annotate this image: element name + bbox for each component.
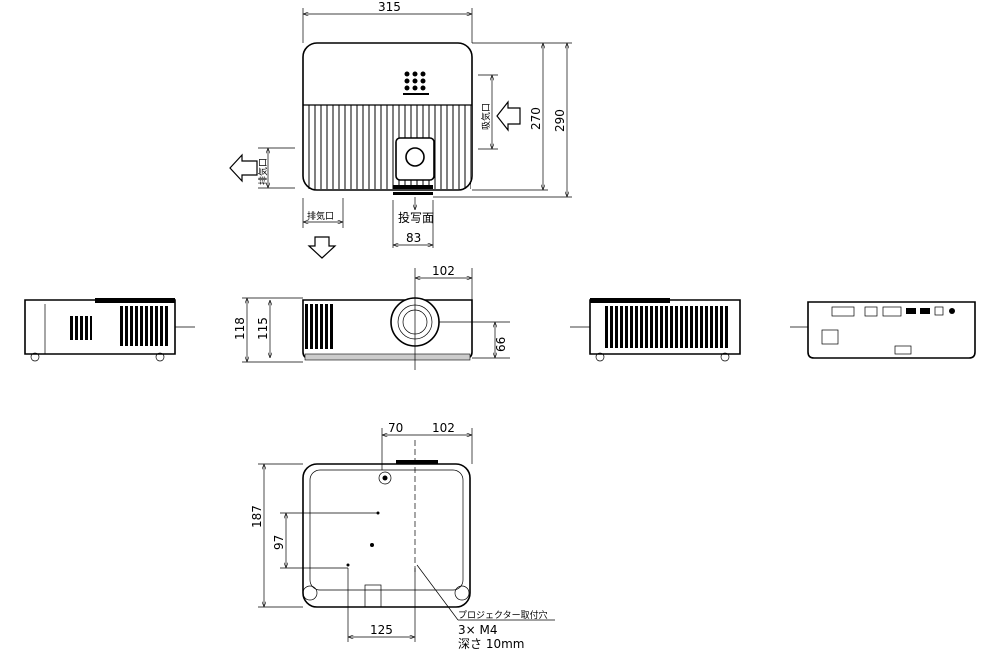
bottom-dim-lens-offset: 102 [432,421,455,435]
exhaust-bottom-label: 排気口 [307,210,334,222]
mount-screw-spec: 3× M4 [458,623,498,637]
top-view: 315 270 290 吸気口 排気口 排気口 投写面 83 [229,0,572,259]
lens [405,147,425,167]
front-dim-lens-offset: 102 [432,264,455,278]
power-inlet [821,329,839,345]
rear-view [790,301,976,359]
exhaust-side-arrow-icon [229,153,258,183]
io-ports [821,306,955,355]
left-side-view [24,298,195,362]
dim-lens-height: 66 [494,337,508,352]
intake-arrow-icon [496,100,521,132]
dim-bottom-depth: 187 [250,505,264,528]
right-side-view [570,298,741,362]
dim-hole-width: 125 [370,623,393,637]
dim-lens-width: 83 [406,231,421,245]
dim-depth-total: 290 [553,109,567,132]
dim-depth: 270 [529,107,543,130]
control-buttons [403,71,429,95]
exhaust-side-label: 排気口 [257,158,269,185]
mount-depth-spec: 深さ 10mm [458,637,524,651]
dim-height: 115 [256,317,270,340]
bottom-view: 70 102 187 97 125 プロジェクター取付穴 3× M4 深さ 10… [250,421,555,651]
dim-height-total: 118 [233,317,247,340]
projection-surface-label: 投写面 [398,210,434,225]
intake-label: 吸気口 [480,103,492,130]
exhaust-bottom-arrow-icon [307,236,337,259]
dim-hole-depth: 97 [272,535,286,550]
front-view: 102 118 115 66 [233,264,510,370]
bottom-dim-hole-spacing: 70 [388,421,403,435]
dim-width: 315 [378,0,401,14]
mount-hole-label: プロジェクター取付穴 [458,609,548,621]
